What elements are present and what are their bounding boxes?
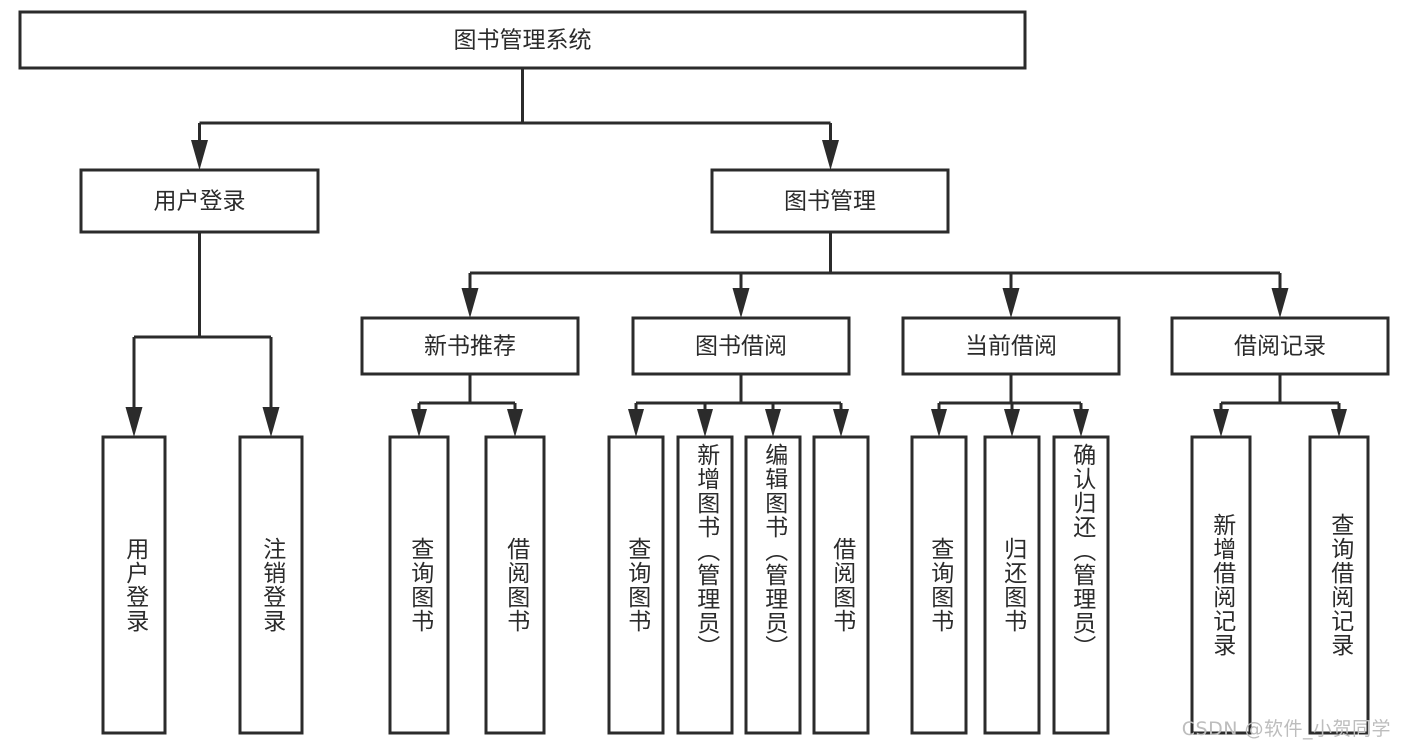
leaf-query-book-rec-label: 查询图书 xyxy=(406,537,433,633)
leaf-user-login-label: 用户登录 xyxy=(121,537,148,633)
csdn-watermark: CSDN @软件_小贺同学 xyxy=(1181,718,1391,740)
node-borrow-record-box[interactable] xyxy=(1170,316,1390,376)
node-layer: 图书管理系统 用户登录 图书管理 新书推荐 图书借阅 当前借阅 借阅记录 xyxy=(18,10,1390,735)
arrow-head-current-borrow xyxy=(1002,288,1020,318)
node-borrow-record-label: 借阅记录 xyxy=(1234,334,1326,360)
arrow-head-borrow-record xyxy=(1271,288,1289,318)
arrow-head-book-manage xyxy=(822,140,839,170)
leaf-user-login[interactable]: 用户登录 xyxy=(103,437,165,733)
leaf-query-book-rec[interactable]: 查询图书 xyxy=(390,437,448,733)
leaf-borrow-book-rec-label: 借阅图书 xyxy=(502,537,529,633)
arrow-head-leaf-add-book-admin xyxy=(697,409,713,437)
leaf-return-book[interactable]: 归还图书 xyxy=(985,437,1039,733)
leaf-add-book-admin[interactable]: 新增图书（管理员） xyxy=(678,437,732,733)
node-leaf-add-borrow-record-box[interactable] xyxy=(1190,435,1252,735)
node-book-manage-label: 图书管理 xyxy=(784,189,876,215)
leaf-query-book-bb[interactable]: 查询图书 xyxy=(609,437,663,733)
leaf-user-logout[interactable]: 注销登录 xyxy=(240,437,302,733)
node-leaf-borrow-book-bb-box[interactable] xyxy=(812,435,870,735)
arrow-head-leaf-query-borrow-record xyxy=(1331,409,1347,437)
leaf-query-book-bb-label: 查询图书 xyxy=(623,537,650,633)
arrow-head-leaf-borrow-book-bb xyxy=(833,409,849,437)
arrow-head-book-borrow xyxy=(732,288,750,318)
node-leaf-user-logout-box[interactable] xyxy=(238,435,304,735)
arrow-head-leaf-query-book-rec xyxy=(411,409,427,437)
arrow-head-leaf-user-login xyxy=(125,407,143,437)
node-root-box[interactable] xyxy=(18,10,1027,70)
leaf-borrow-book-bb-label: 借阅图书 xyxy=(828,537,855,633)
leaf-return-book-label: 归还图书 xyxy=(999,537,1026,633)
leaf-borrow-book-bb[interactable]: 借阅图书 xyxy=(814,437,868,733)
leaf-user-logout-label: 注销登录 xyxy=(258,537,285,633)
node-user-login-box[interactable] xyxy=(79,168,320,234)
node-user-login-label: 用户登录 xyxy=(154,189,246,215)
leaf-borrow-book-rec[interactable]: 借阅图书 xyxy=(486,437,544,733)
node-leaf-query-book-bb-box[interactable] xyxy=(607,435,665,735)
leaf-query-book-cb[interactable]: 查询图书 xyxy=(912,437,966,733)
leaf-query-borrow-record-label: 查询借阅记录 xyxy=(1326,513,1353,657)
leaf-add-borrow-record-label: 新增借阅记录 xyxy=(1208,513,1235,657)
arrow-head-leaf-confirm-return-admin xyxy=(1073,409,1089,437)
node-leaf-user-login-box[interactable] xyxy=(101,435,167,735)
node-book-manage-box[interactable] xyxy=(710,168,950,234)
arrow-head-user-login xyxy=(191,140,208,170)
node-book-borrow-label: 图书借阅 xyxy=(695,334,787,360)
node-current-borrow-label: 当前借阅 xyxy=(965,334,1057,360)
arrow-head-leaf-query-book-bb xyxy=(628,409,644,437)
node-current-borrow-box[interactable] xyxy=(901,316,1121,376)
arrow-head-leaf-borrow-book-rec xyxy=(507,409,523,437)
node-leaf-confirm-return-admin-box[interactable] xyxy=(1052,435,1110,735)
node-leaf-query-book-rec-box[interactable] xyxy=(388,435,450,735)
node-root-label: 图书管理系统 xyxy=(454,28,592,54)
node-leaf-edit-book-admin-box[interactable] xyxy=(744,435,802,735)
node-leaf-query-book-cb-box[interactable] xyxy=(910,435,968,735)
node-leaf-query-borrow-record-box[interactable] xyxy=(1308,435,1370,735)
node-new-book-rec-box[interactable] xyxy=(360,316,580,376)
connector-layer xyxy=(125,68,1347,437)
leaf-edit-book-admin-label: 编辑图书（管理员） xyxy=(760,443,787,659)
node-book-borrow-box[interactable] xyxy=(631,316,851,376)
leaf-query-borrow-record[interactable]: 查询借阅记录 xyxy=(1310,437,1368,733)
arrow-head-leaf-add-borrow-record xyxy=(1213,409,1229,437)
arrow-head-leaf-return-book xyxy=(1004,409,1020,437)
leaf-confirm-return-admin[interactable]: 确认归还（管理员） xyxy=(1054,437,1108,733)
arrow-head-new-book-rec xyxy=(461,288,479,318)
leaf-query-book-cb-label: 查询图书 xyxy=(926,537,953,633)
leaf-add-book-admin-label: 新增图书（管理员） xyxy=(692,443,719,659)
arrow-head-leaf-user-logout xyxy=(262,407,280,437)
leaf-add-borrow-record[interactable]: 新增借阅记录 xyxy=(1192,437,1250,733)
arrow-head-leaf-query-book-cb xyxy=(931,409,947,437)
node-leaf-borrow-book-rec-box[interactable] xyxy=(484,435,546,735)
node-leaf-return-book-box[interactable] xyxy=(983,435,1041,735)
leaf-confirm-return-admin-label: 确认归还（管理员） xyxy=(1068,443,1095,659)
arrow-head-leaf-edit-book-admin xyxy=(765,409,781,437)
node-new-book-rec-label: 新书推荐 xyxy=(424,334,516,360)
leaf-edit-book-admin[interactable]: 编辑图书（管理员） xyxy=(746,437,800,733)
node-leaf-add-book-admin-box[interactable] xyxy=(676,435,734,735)
